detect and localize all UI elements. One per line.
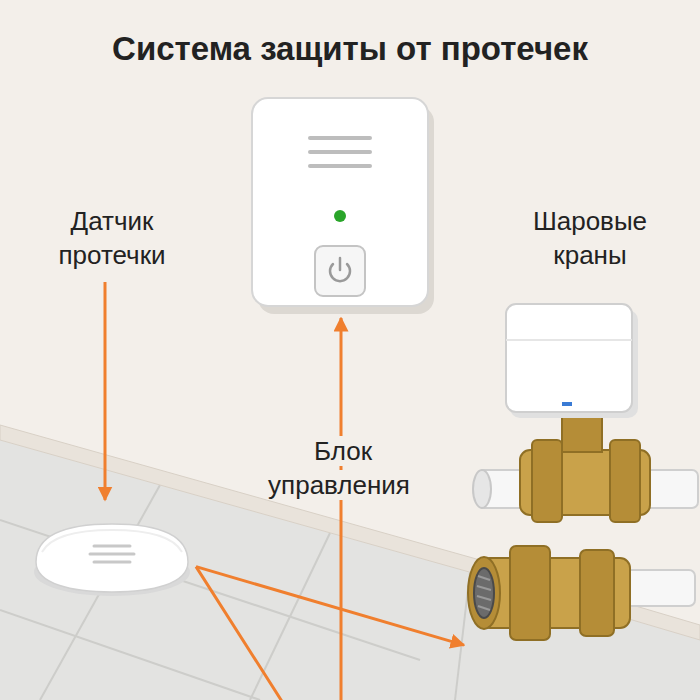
ball-valves: Шаровые краны [470,300,695,650]
control-unit-label: Блок управления [251,435,431,503]
connector-arrow [196,567,464,645]
leader-line [104,282,107,500]
floor-tiles [0,485,470,700]
diagram-title: Система защиты от протечек [0,30,700,68]
sensor-label: Датчик протечки [25,205,199,273]
leak-sensor: Датчик протечки [32,522,192,594]
leak-sensor-drawing [32,522,192,594]
control-unit: Блок управления [252,98,430,310]
valves-label: Шаровые краны [510,205,670,273]
ball-valves-drawing [470,300,695,650]
control-unit-drawing [252,98,430,310]
connector-arrow [196,318,341,700]
